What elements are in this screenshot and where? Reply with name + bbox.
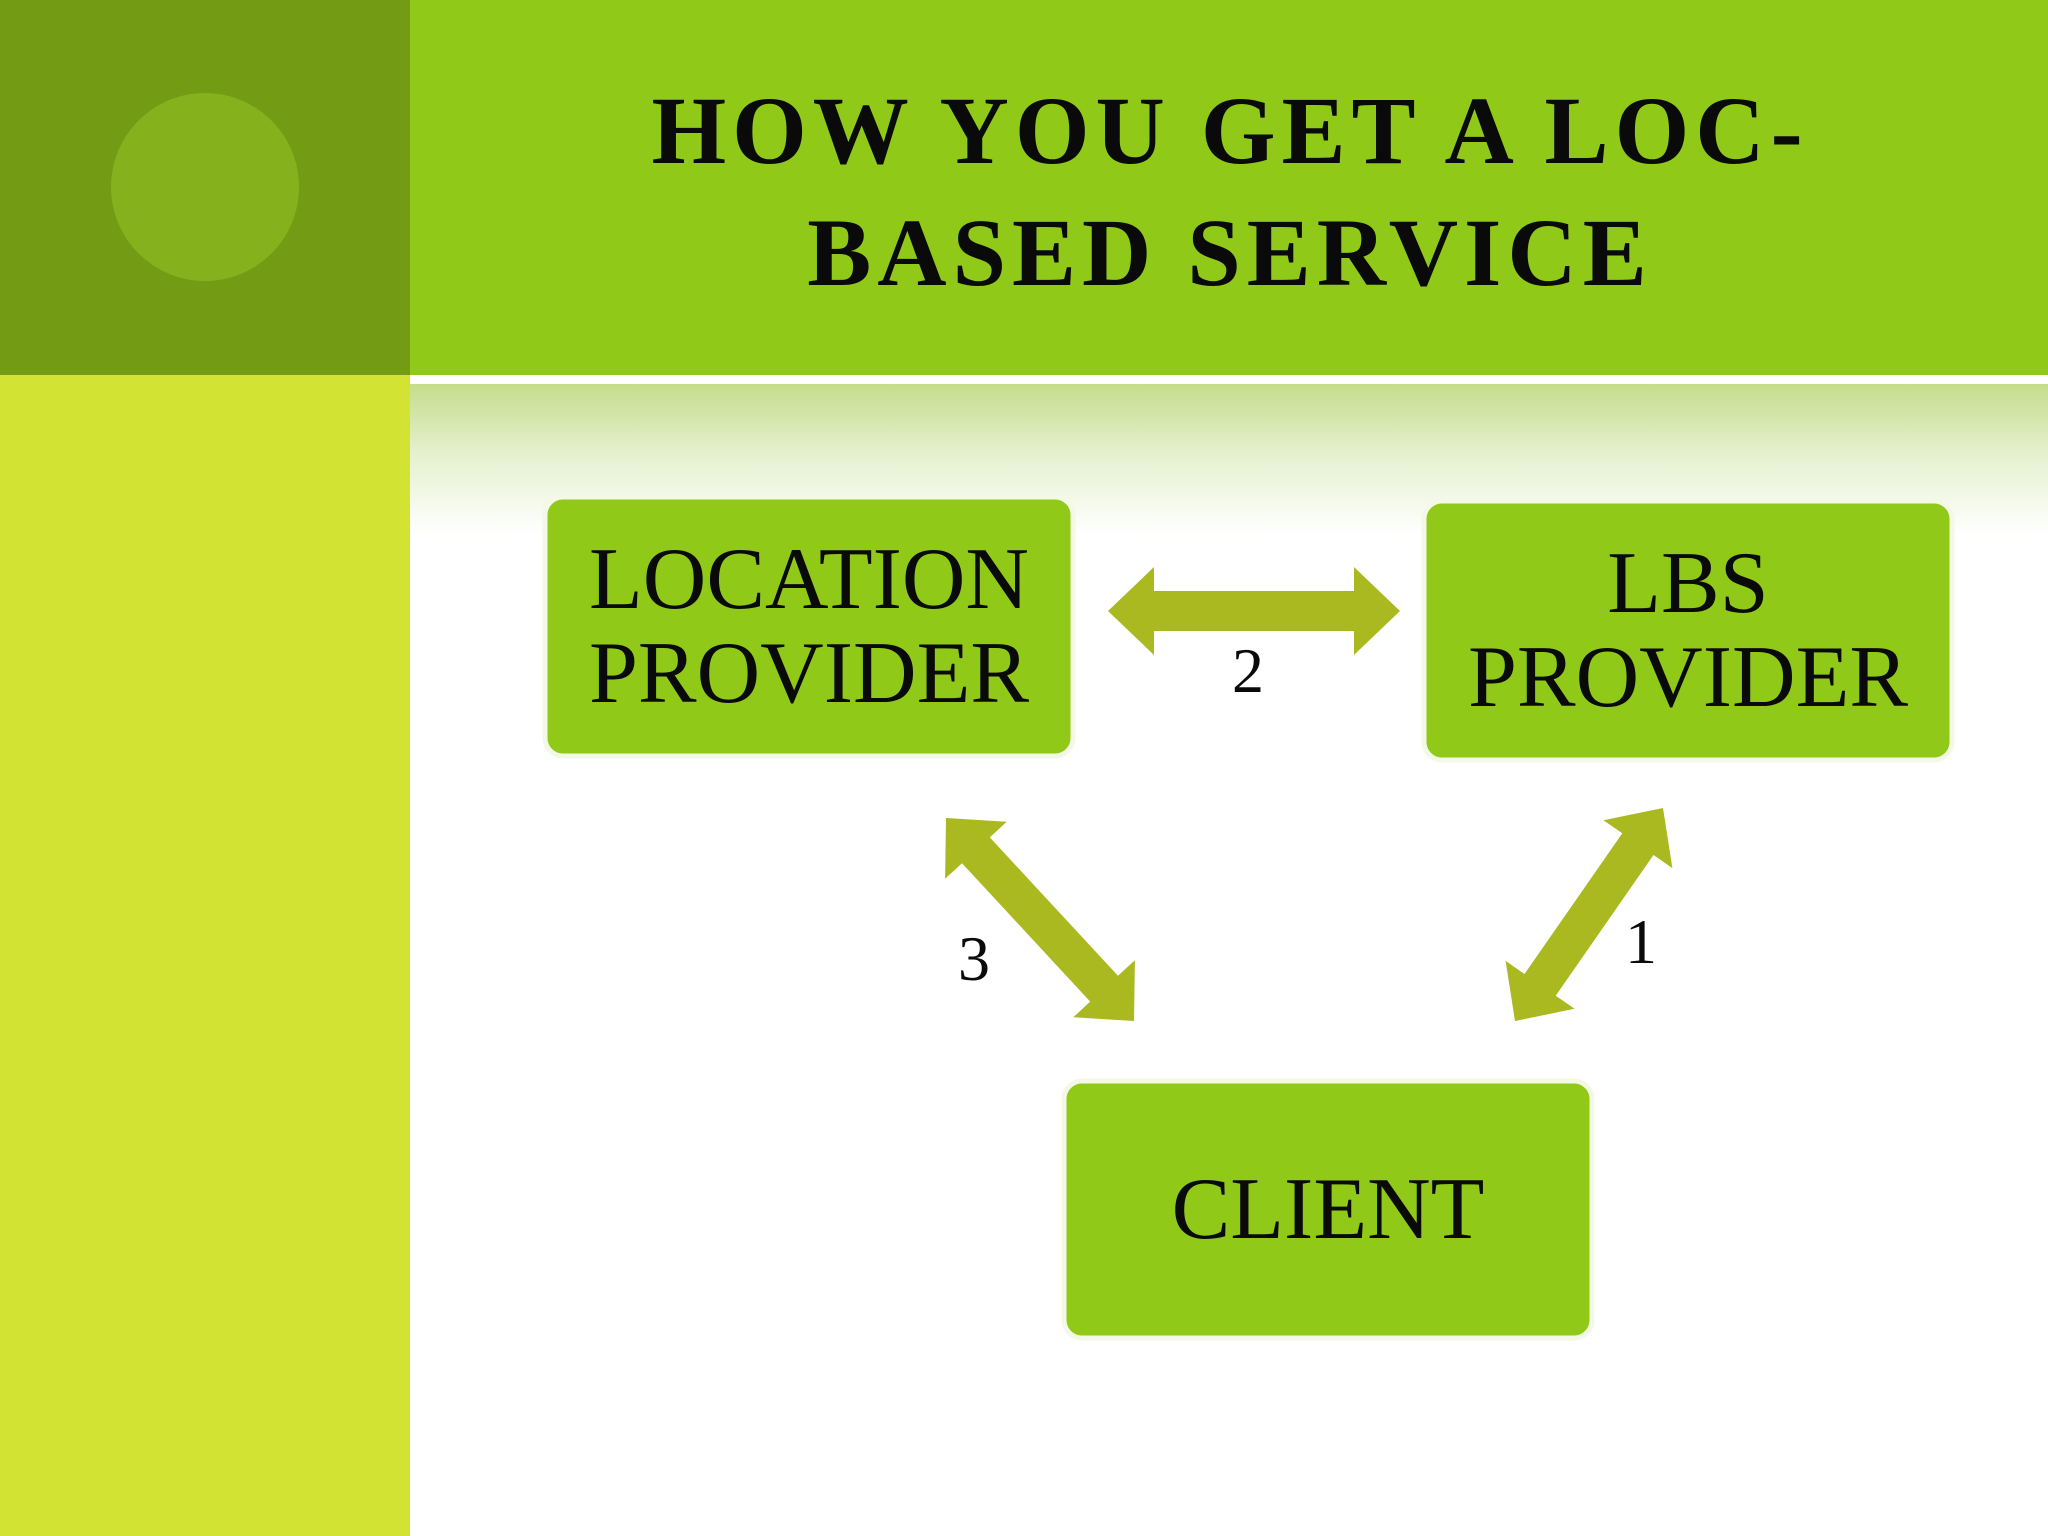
decorative-circle bbox=[111, 93, 299, 281]
node-lbs-provider: LBS PROVIDER bbox=[1421, 498, 1955, 763]
title-divider bbox=[410, 376, 2048, 384]
slide-title: HOW YOU GET A LOC- BASED SERVICE bbox=[480, 70, 1980, 314]
node-lbs-provider-box bbox=[1421, 498, 1955, 763]
arrow-location-lbs bbox=[1108, 567, 1400, 655]
arrow-location-client bbox=[945, 818, 1135, 1021]
slide-title-line-2: BASED SERVICE bbox=[807, 199, 1653, 306]
node-location-provider-box bbox=[542, 494, 1076, 759]
arrow-label-2: 2 bbox=[1232, 635, 1264, 706]
side-bar bbox=[0, 375, 410, 1536]
node-lbs-provider-line-1: LBS bbox=[1607, 535, 1768, 632]
node-client: CLIENT bbox=[1061, 1078, 1595, 1341]
node-location-provider-line-2: PROVIDER bbox=[589, 625, 1029, 722]
slide-title-line-1: HOW YOU GET A LOC- bbox=[651, 77, 1809, 184]
node-client-box bbox=[1061, 1078, 1595, 1341]
node-client-label: CLIENT bbox=[1172, 1161, 1485, 1258]
node-lbs-provider-line-2: PROVIDER bbox=[1468, 629, 1908, 726]
title-band bbox=[410, 0, 2048, 375]
arrow-layer bbox=[945, 567, 1673, 1021]
corner-block bbox=[0, 0, 410, 375]
arrow-label-3: 3 bbox=[958, 923, 990, 994]
node-location-provider: LOCATION PROVIDER bbox=[542, 494, 1076, 759]
arrow-client-lbs bbox=[1505, 808, 1673, 1021]
arrow-label-1: 1 bbox=[1625, 906, 1657, 977]
node-location-provider-line-1: LOCATION bbox=[589, 531, 1029, 628]
